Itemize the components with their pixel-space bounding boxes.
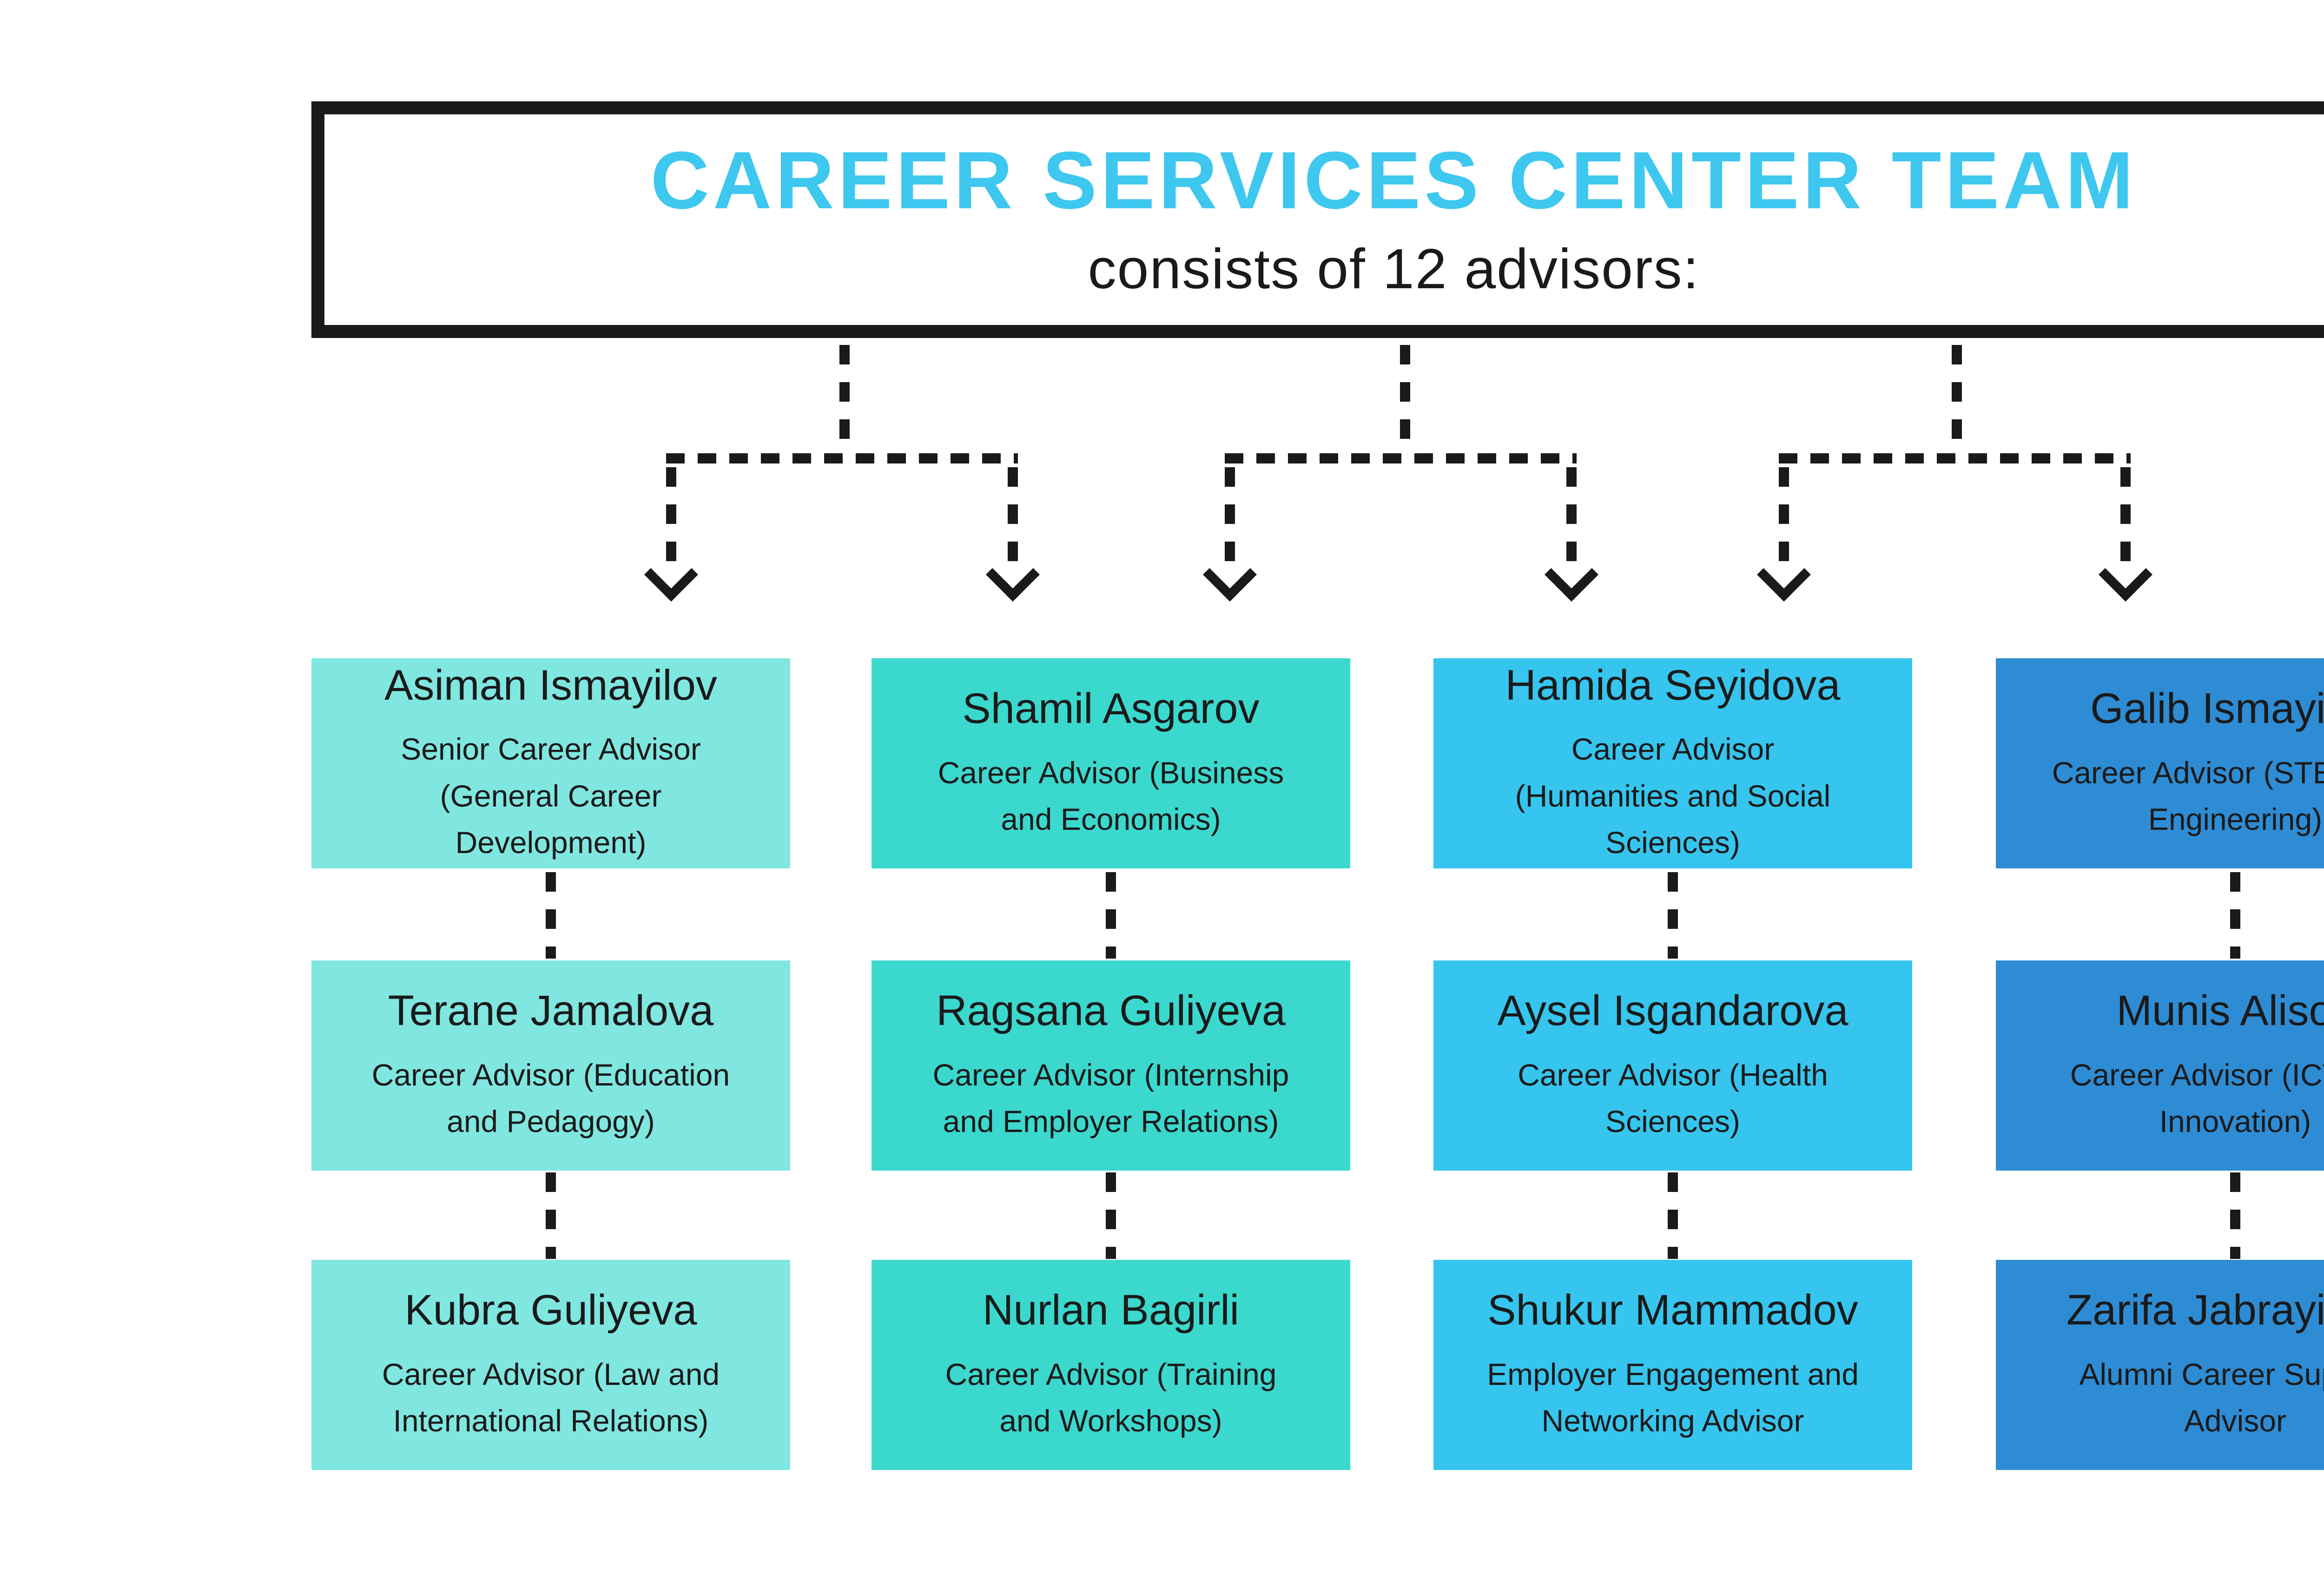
- advisor-role: Career Advisor (Business and Economics): [938, 755, 1284, 836]
- advisor-box: Nurlan Bagirli Career Advisor (Training …: [872, 1260, 1350, 1470]
- advisor-box: Zarifa Jabrayilova Alumni Career Support…: [1996, 1260, 2324, 1470]
- connector-stub: [1400, 345, 1410, 450]
- advisor-box: Ragsana Guliyeva Career Advisor (Interns…: [872, 960, 1350, 1171]
- advisor-box: Hamida Seyidova Career Advisor (Humaniti…: [1433, 658, 1912, 868]
- row-link-line: [546, 872, 556, 959]
- connector-stub: [839, 345, 850, 450]
- advisor-name: Galib Ismayilov: [2090, 684, 2324, 732]
- advisor-role: Career Advisor (Education and Pedagogy): [371, 1057, 730, 1139]
- advisor-role: Career Advisor (Internship and Employer …: [932, 1057, 1289, 1139]
- advisor-name: Asiman Ismayilov: [384, 661, 717, 709]
- row-link-line: [1668, 872, 1678, 959]
- arrow-down-icon: [986, 548, 1040, 602]
- advisor-name: Zarifa Jabrayilova: [2066, 1286, 2324, 1334]
- advisor-box: Kubra Guliyeva Career Advisor (Law and I…: [311, 1260, 790, 1470]
- advisor-name: Shukur Mammadov: [1487, 1286, 1858, 1334]
- advisor-role: Career Advisor (Humanities and Social Sc…: [1515, 732, 1831, 860]
- advisor-box: Asiman Ismayilov Senior Career Advisor (…: [311, 658, 790, 868]
- advisor-box: Shukur Mammadov Employer Engagement and …: [1433, 1260, 1912, 1470]
- row-link-line: [546, 1172, 556, 1259]
- advisor-name: Aysel Isgandarova: [1497, 986, 1849, 1034]
- row-link-line: [1106, 1172, 1116, 1259]
- advisor-name: Terane Jamalova: [388, 986, 714, 1034]
- advisor-name: Shamil Asgarov: [962, 684, 1260, 732]
- arrow-down-icon: [1757, 548, 1811, 602]
- advisor-role: Employer Engagement and Networking Advis…: [1487, 1357, 1859, 1438]
- row-link-line: [1668, 1172, 1678, 1259]
- arrow-down-icon: [1545, 548, 1598, 602]
- advisor-box: Shamil Asgarov Career Advisor (Business …: [872, 658, 1350, 868]
- arrow-down-icon: [2099, 548, 2152, 602]
- advisor-role: Career Advisor (Law and International Re…: [382, 1357, 720, 1438]
- advisor-box: Terane Jamalova Career Advisor (Educatio…: [311, 960, 790, 1171]
- row-link-line: [2230, 872, 2240, 959]
- advisor-name: Kubra Guliyeva: [404, 1286, 697, 1334]
- row-link-line: [1106, 872, 1116, 959]
- connector-drop-line: [1779, 467, 1789, 572]
- page-title: CAREER SERVICES CENTER TEAM: [650, 135, 2137, 226]
- row-link-line: [2230, 1172, 2240, 1259]
- advisor-box: Aysel Isgandarova Career Advisor (Health…: [1433, 960, 1912, 1171]
- advisor-role: Senior Career Advisor (General Career De…: [401, 732, 701, 860]
- advisor-box: Munis Alisoy Career Advisor (ICT and Inn…: [1996, 960, 2324, 1171]
- page-subtitle: consists of 12 advisors:: [1088, 237, 1700, 301]
- connector-drop-line: [666, 467, 676, 572]
- connector-drop-line: [1225, 467, 1235, 572]
- advisor-name: Nurlan Bagirli: [982, 1286, 1240, 1334]
- advisor-name: Hamida Seyidova: [1505, 661, 1841, 709]
- advisor-role: Career Advisor (ICT and Innovation): [2070, 1057, 2324, 1139]
- advisor-name: Munis Alisoy: [2116, 986, 2324, 1034]
- arrow-down-icon: [644, 548, 698, 602]
- advisor-box: Galib Ismayilov Career Advisor (STEM and…: [1996, 658, 2324, 868]
- connector-drop-line: [1566, 467, 1577, 572]
- advisor-role: Career Advisor (Health Sciences): [1518, 1057, 1828, 1139]
- connector-stub: [1952, 345, 1962, 450]
- connector-horizontal-line: [1779, 453, 2131, 463]
- advisor-role: Alumni Career Support Advisor: [2079, 1357, 2324, 1438]
- connector-drop-line: [2120, 467, 2131, 572]
- advisor-role: Career Advisor (STEM and Engineering): [2052, 755, 2324, 836]
- advisor-name: Ragsana Guliyeva: [936, 986, 1286, 1034]
- connector-horizontal-line: [1225, 453, 1577, 463]
- advisor-role: Career Advisor (Training and Workshops): [945, 1357, 1277, 1438]
- connector-horizontal-line: [666, 453, 1018, 463]
- connector-drop-line: [1008, 467, 1018, 572]
- title-box: CAREER SERVICES CENTER TEAM consists of …: [311, 101, 2324, 338]
- arrow-down-icon: [1203, 548, 1257, 602]
